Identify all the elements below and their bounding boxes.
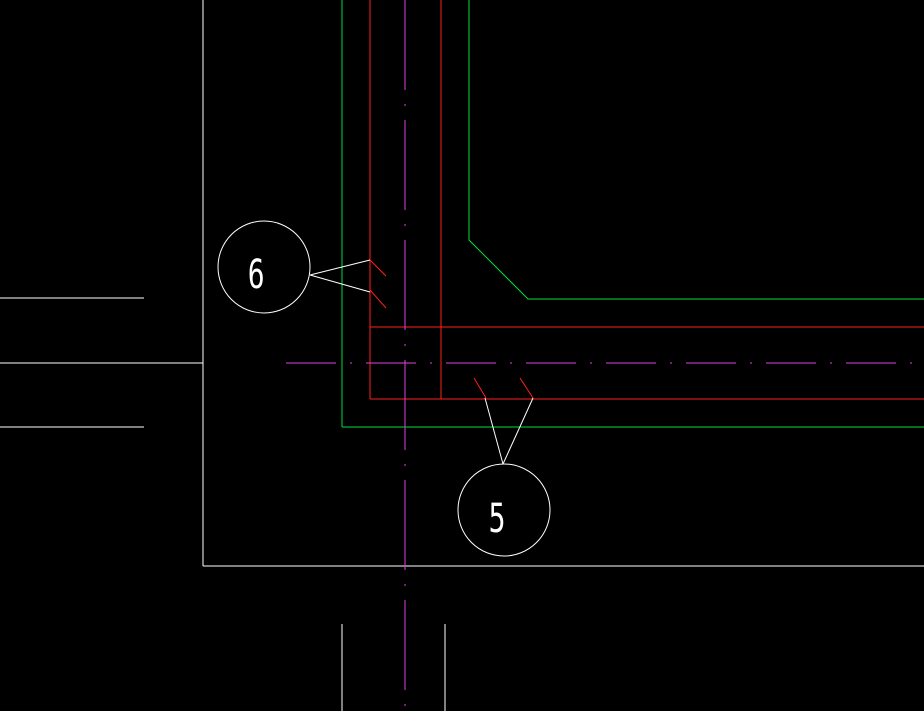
callout-5-leader-1 xyxy=(484,397,504,465)
callout-6[interactable]: 6 xyxy=(217,220,371,314)
callout-5-circle xyxy=(457,463,551,557)
callout-6-leader-2 xyxy=(309,274,371,293)
callout-6-leader-1 xyxy=(309,259,371,276)
rebar-tick-6a xyxy=(369,259,387,277)
slab-edge-inner-chamfer xyxy=(468,0,924,300)
rebar-layer xyxy=(369,0,924,400)
callout-6-label: 6 xyxy=(248,252,265,298)
centerline-layer xyxy=(286,0,924,711)
callout-5-label: 5 xyxy=(489,496,506,542)
callout-5[interactable]: 5 xyxy=(457,397,551,557)
rebar-tick-6b xyxy=(369,289,387,309)
rebar-tick-5a xyxy=(473,377,487,399)
callout-5-leader-2 xyxy=(502,397,534,465)
rebar-tick-5b xyxy=(519,377,534,399)
callout-6-circle xyxy=(217,220,311,314)
slab-edge-layer xyxy=(341,0,924,428)
